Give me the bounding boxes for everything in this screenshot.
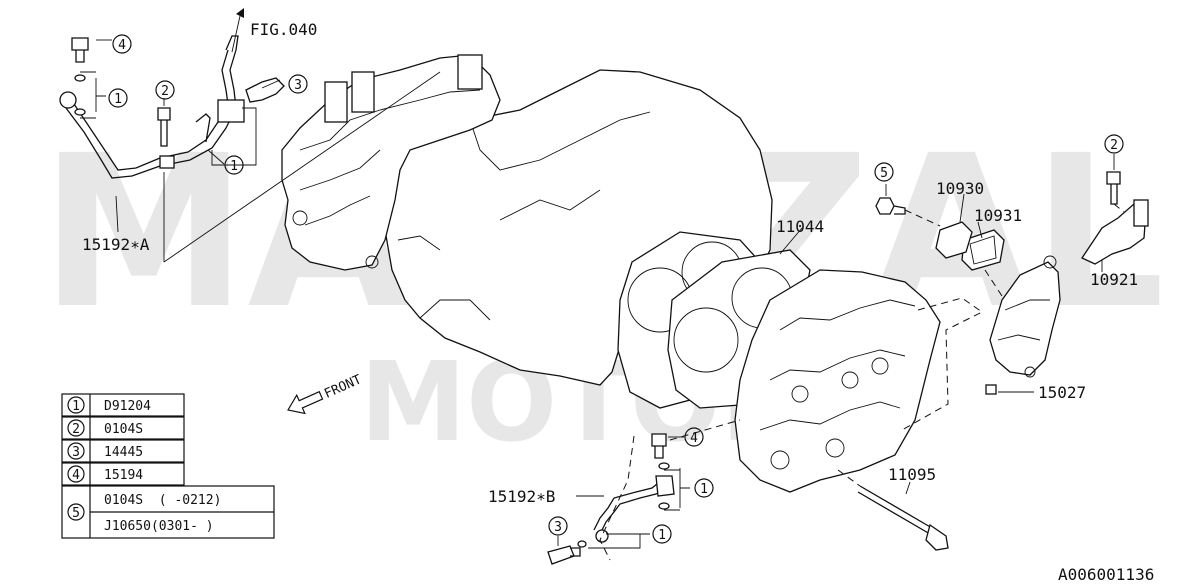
- marker-4-lower-label: 4: [690, 431, 698, 446]
- legend-part-5a: 0104S ( -0212): [104, 493, 221, 508]
- marker-4-upper-label: 4: [118, 38, 126, 53]
- marker-2-upper-label: 2: [161, 84, 169, 99]
- legend-ref-1: 1: [72, 399, 80, 414]
- marker-1-lower-right: 1: [694, 478, 714, 498]
- marker-2-upper: 2: [155, 80, 175, 100]
- bolt-4-upper: [71, 37, 89, 63]
- bolt-4-lower: [651, 433, 667, 459]
- diagram-id: A006001136: [1058, 565, 1154, 584]
- bolt-5: [875, 197, 906, 215]
- marker-3-upper-label: 3: [294, 78, 302, 93]
- marker-1-lower-bottom: 1: [652, 524, 672, 544]
- marker-1-upper-left: 1: [108, 88, 128, 108]
- front-arrow: FRONT: [287, 372, 364, 415]
- leader-lines-lower: [557, 419, 741, 561]
- sensor-3-lower: [547, 545, 581, 565]
- gasket-10931: [961, 229, 1005, 271]
- marker-1-upper-mid-label: 1: [230, 159, 238, 174]
- bracket-piece: [195, 113, 211, 143]
- intake-manifold: [281, 54, 501, 271]
- washer-1c-lower: [577, 540, 587, 548]
- bolt5-guide: [904, 209, 941, 227]
- gasket-guide: [984, 269, 1003, 297]
- legend-table: 1 D91204 2 0104S 3 14445 4 15194 5 0104S…: [61, 393, 275, 539]
- callout-10931: 10931: [974, 206, 1022, 225]
- sensor-3-upper: [245, 77, 285, 103]
- marker-5-right-label: 5: [880, 166, 888, 181]
- fig-ref-arrow: [231, 8, 244, 53]
- leader-lines-upper: [80, 39, 441, 263]
- bolt-2-upper: [157, 107, 171, 147]
- head-guide-dashed: [901, 297, 983, 431]
- marker-2-right-label: 2: [1110, 138, 1118, 153]
- plug-15027: [985, 384, 997, 395]
- callout-10921: 10921: [1090, 270, 1138, 289]
- washer-1b-lower: [658, 502, 670, 510]
- legend-ref-5: 5: [72, 506, 80, 521]
- head-bolt-11095: [837, 469, 949, 551]
- marker-1-lower-right-label: 1: [700, 482, 708, 497]
- marker-5-right: 5: [874, 162, 894, 182]
- callout-15192a: 15192∗A: [82, 235, 150, 254]
- legend-part-4: 15194: [104, 468, 143, 483]
- callout-fig040: FIG.040: [250, 20, 317, 39]
- oil-control-valve: [1081, 199, 1149, 265]
- oil-control-housing: [989, 255, 1061, 378]
- marker-3-lower-label: 3: [554, 520, 562, 535]
- legend-row-4: 4 15194: [67, 465, 143, 483]
- bolt2-right-guide: [1113, 203, 1125, 213]
- legend-ref-4: 4: [72, 468, 80, 483]
- marker-4-upper: 4: [112, 34, 132, 54]
- legend-row-5: 5 0104S ( -0212) J10650(0301- ): [67, 493, 221, 534]
- callout-15192b: 15192∗B: [488, 487, 555, 506]
- leader-lines-right: [779, 154, 1115, 495]
- callout-11044: 11044: [776, 217, 824, 236]
- washer-1a-lower: [658, 462, 670, 470]
- cylinder-head: [734, 269, 941, 493]
- legend-part-2: 0104S: [104, 422, 143, 437]
- washer-1a-upper: [74, 74, 86, 82]
- callout-10930: 10930: [936, 179, 984, 198]
- marker-3-lower: 3: [548, 516, 568, 536]
- oil-pipe-15192a: [59, 35, 245, 179]
- legend-part-3: 14445: [104, 445, 143, 460]
- marker-4-lower: 4: [684, 427, 704, 447]
- callout-15027: 15027: [1038, 383, 1086, 402]
- legend-part-5b: J10650(0301- ): [104, 519, 214, 534]
- front-label: FRONT: [322, 372, 364, 402]
- legend-row-1: 1 D91204: [67, 396, 151, 414]
- callout-11095: 11095: [888, 465, 936, 484]
- cover-plate-10930: [935, 221, 973, 259]
- marker-1-upper-mid: 1: [224, 155, 244, 175]
- legend-row-2: 2 0104S: [67, 419, 143, 437]
- marker-1-lower-bottom-label: 1: [658, 528, 666, 543]
- legend-ref-2: 2: [72, 422, 80, 437]
- legend-row-3: 3 14445: [67, 442, 143, 460]
- washer-1b-upper: [74, 108, 86, 116]
- marker-1-upper-left-label: 1: [114, 92, 122, 107]
- oil-pipe-15192b: [593, 475, 675, 543]
- legend-ref-3: 3: [72, 445, 80, 460]
- marker-3-upper: 3: [288, 74, 308, 94]
- marker-2-right: 2: [1104, 134, 1124, 154]
- legend-part-1: D91204: [104, 399, 151, 414]
